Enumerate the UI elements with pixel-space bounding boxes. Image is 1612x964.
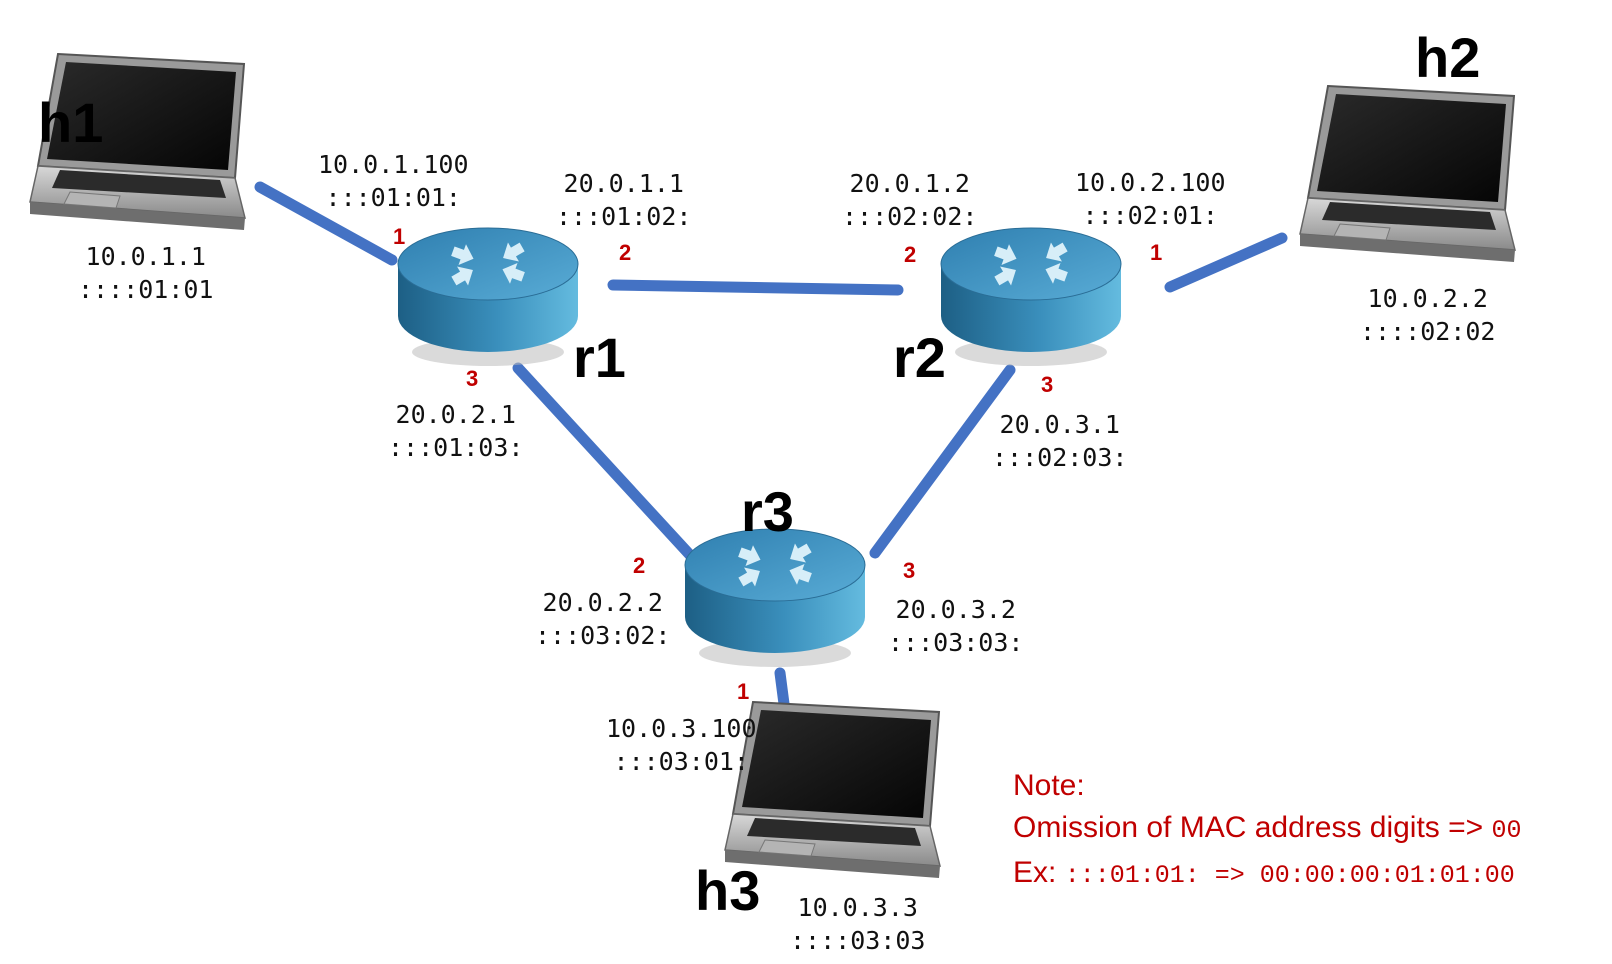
router-r2 bbox=[941, 228, 1121, 366]
host-name-h2: h2 bbox=[1415, 26, 1481, 89]
port-mac: :::01:03: bbox=[388, 433, 524, 462]
port-ip: 20.0.2.1 bbox=[395, 400, 516, 429]
r3-port1-number: 1 bbox=[737, 679, 750, 704]
r3-port3-address: 20.0.3.2 :::03:03: bbox=[888, 593, 1023, 659]
note-line-2-code: :::01:01: => 00:00:00:01:01:00 bbox=[1064, 861, 1515, 890]
port-mac: :::03:02: bbox=[535, 621, 671, 650]
note-title: Note: bbox=[1013, 769, 1085, 802]
r1-port2-number: 2 bbox=[619, 240, 632, 265]
port-mac: :::03:03: bbox=[888, 628, 1024, 657]
r3-port2-address: 20.0.2.2 :::03:02: bbox=[535, 586, 670, 652]
host-ip: 10.0.2.2 bbox=[1367, 284, 1488, 313]
host-mac: ::::01:01 bbox=[78, 275, 214, 304]
host-ip: 10.0.3.3 bbox=[797, 893, 918, 922]
note-line-1-code: 00 bbox=[1491, 816, 1522, 845]
port-ip: 10.0.1.100 bbox=[318, 150, 469, 179]
port-ip: 20.0.3.2 bbox=[895, 595, 1016, 624]
host-ip: 10.0.1.1 bbox=[85, 242, 206, 271]
port-mac: :::02:02: bbox=[842, 202, 978, 231]
r2-port1-number: 1 bbox=[1150, 240, 1163, 265]
host-mac: ::::02:02 bbox=[1360, 317, 1496, 346]
note-line-2: Ex: :::01:01: => 00:00:00:01:01:00 bbox=[1013, 852, 1522, 897]
r1-port2-address: 20.0.1.1 :::01:02: bbox=[556, 167, 691, 233]
port-mac: :::01:01: bbox=[325, 183, 461, 212]
host-name-h1: h1 bbox=[38, 91, 104, 154]
router-name-r1: r1 bbox=[573, 326, 626, 389]
r3-port2-number: 2 bbox=[633, 553, 646, 578]
r1-port3-address: 20.0.2.1 :::01:03: bbox=[388, 398, 523, 464]
link-r1-r2 bbox=[607, 279, 904, 296]
host-h1-address: 10.0.1.1 ::::01:01 bbox=[78, 240, 213, 306]
router-r1 bbox=[398, 228, 578, 366]
r2-port2-number: 2 bbox=[904, 242, 917, 267]
port-ip: 20.0.2.2 bbox=[542, 588, 663, 617]
link-r1-r3 bbox=[512, 362, 696, 561]
r1-port1-address: 10.0.1.100 :::01:01: bbox=[318, 148, 469, 214]
host-h3-address: 10.0.3.3 ::::03:03 bbox=[790, 891, 925, 957]
port-ip: 20.0.3.1 bbox=[999, 410, 1120, 439]
r2-port3-number: 3 bbox=[1041, 372, 1054, 397]
router-name-r3: r3 bbox=[741, 480, 794, 543]
host-h2-address: 10.0.2.2 ::::02:02 bbox=[1360, 282, 1495, 348]
host-name-h3: h3 bbox=[695, 859, 761, 922]
laptop-h3 bbox=[724, 701, 941, 879]
link-r2-r3 bbox=[869, 364, 1016, 559]
r3-port1-address: 10.0.3.100 :::03:01: bbox=[606, 712, 757, 778]
r2-port1-address: 10.0.2.100 :::02:01: bbox=[1075, 166, 1226, 232]
port-ip: 20.0.1.2 bbox=[849, 169, 970, 198]
link-h1-r1 bbox=[254, 181, 398, 266]
r2-port2-address: 20.0.1.2 :::02:02: bbox=[842, 167, 977, 233]
port-mac: :::02:01: bbox=[1082, 201, 1218, 230]
host-mac: ::::03:03 bbox=[790, 926, 926, 955]
router-name-r2: r2 bbox=[893, 326, 946, 389]
port-mac: :::03:01: bbox=[613, 747, 749, 776]
note-box: Note: Omission of MAC address digits => … bbox=[1013, 765, 1522, 897]
laptop-h2 bbox=[1299, 85, 1516, 263]
r1-port1-number: 1 bbox=[393, 224, 406, 249]
link-r2-h2 bbox=[1164, 232, 1288, 293]
port-ip: 20.0.1.1 bbox=[563, 169, 684, 198]
note-line-2-prefix: Ex: bbox=[1013, 856, 1057, 889]
port-mac: :::02:03: bbox=[992, 443, 1128, 472]
r1-port3-number: 3 bbox=[466, 366, 479, 391]
port-ip: 10.0.3.100 bbox=[606, 714, 757, 743]
r2-port3-address: 20.0.3.1 :::02:03: bbox=[992, 408, 1127, 474]
note-line-1-text: Omission of MAC address digits => bbox=[1013, 811, 1484, 844]
port-mac: :::01:02: bbox=[556, 202, 692, 231]
r3-port3-number: 3 bbox=[903, 558, 916, 583]
port-ip: 10.0.2.100 bbox=[1075, 168, 1226, 197]
router-r3 bbox=[685, 529, 865, 667]
note-line-1: Omission of MAC address digits => 00 bbox=[1013, 807, 1522, 852]
